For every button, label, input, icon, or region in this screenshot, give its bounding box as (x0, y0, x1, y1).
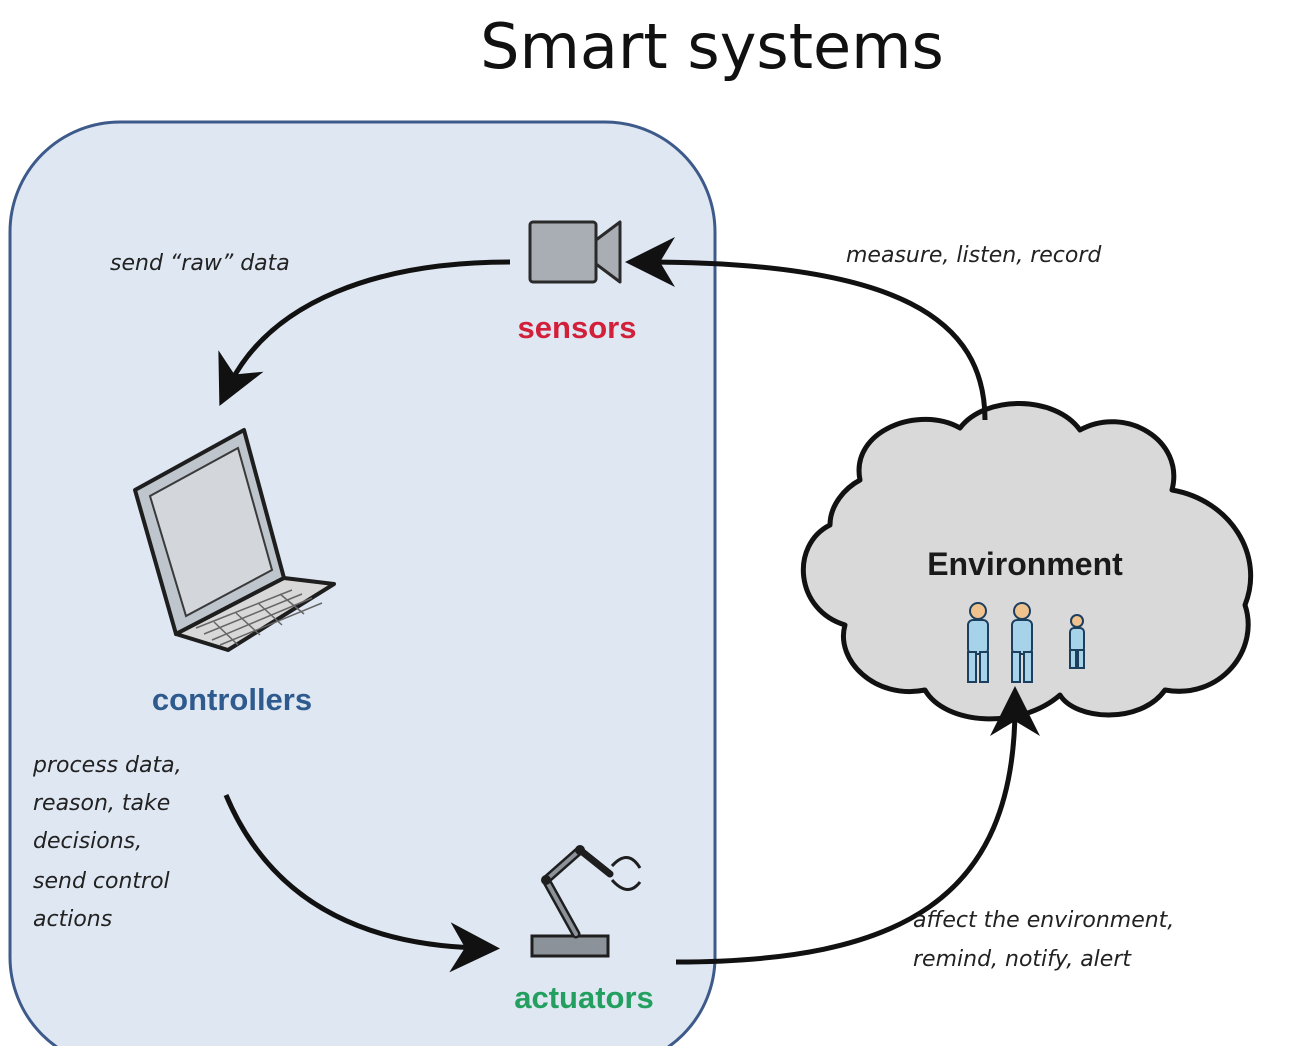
people-icon (967, 602, 1085, 683)
annotation-process-line: send control (33, 869, 170, 894)
arrow-actuators-to-environment (675, 686, 1040, 965)
system-panel (8, 120, 717, 1046)
annotation-process-line: process data, (32, 753, 182, 778)
environment-cloud (800, 401, 1254, 722)
annotation-process-line: reason, take (33, 791, 170, 816)
arrow-controllers-to-actuators (223, 794, 500, 973)
sensors-label: sensors (518, 310, 637, 345)
annotation-process: process data, reason, take decisions, se… (32, 753, 182, 932)
camera-icon (528, 220, 622, 284)
annotation-measure: measure, listen, record (846, 243, 1102, 268)
annotation-affect-line: affect the environment, (913, 908, 1174, 933)
robot-arm-icon (530, 845, 642, 958)
controllers-label: controllers (152, 682, 312, 717)
arrow-sensors-to-controllers (218, 259, 511, 407)
annotation-process-line: decisions, (33, 829, 142, 854)
actuators-label: actuators (514, 980, 654, 1015)
annotation-send-raw-data: send “raw” data (110, 251, 290, 276)
page-title: Smart systems (480, 10, 944, 83)
laptop-icon (133, 428, 336, 652)
annotation-affect-line: remind, notify, alert (913, 947, 1132, 972)
environment-label: Environment (927, 546, 1123, 582)
arrow-environment-to-sensors (625, 237, 988, 421)
annotation-affect: affect the environment, remind, notify, … (913, 908, 1174, 972)
annotation-process-line: actions (33, 907, 112, 932)
